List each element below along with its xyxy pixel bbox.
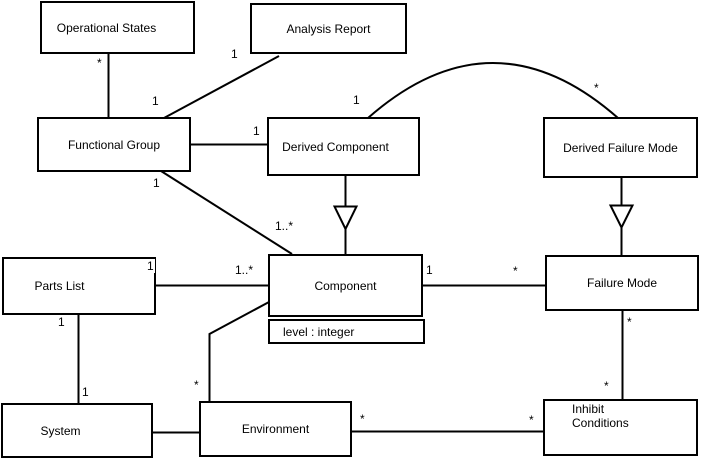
class-analysis-report: Analysis Report: [250, 3, 407, 54]
class-name: Inhibit Conditions: [572, 402, 629, 430]
multiplicity-label: 1: [152, 176, 161, 190]
multiplicity-label: *: [96, 56, 103, 70]
class-name: Failure Mode: [586, 276, 658, 290]
class-name: Derived Failure Mode: [563, 140, 678, 155]
assoc-arc-derived-component-derived-failure-mode: [367, 62, 619, 119]
class-failure-mode: Failure Mode: [545, 255, 699, 311]
multiplicity-label: *: [593, 81, 600, 95]
class-name: System: [40, 423, 81, 438]
multiplicity-label: *: [603, 379, 610, 393]
class-functional-group: Functional Group: [37, 117, 191, 172]
class-derived-failure-mode: Derived Failure Mode: [543, 117, 698, 178]
multiplicity-label: 1..*: [234, 263, 255, 277]
class-name: Environment: [241, 422, 310, 436]
class-name: Component: [314, 278, 377, 293]
assoc-functional-group-component: [160, 170, 293, 255]
class-system: System: [1, 403, 153, 458]
class-component: Component: [268, 254, 423, 317]
class-inhibit-conditions: Inhibit Conditions: [543, 399, 698, 456]
multiplicity-label: 1: [81, 385, 90, 399]
multiplicity-label: 1: [425, 263, 434, 277]
multiplicity-label: 1: [57, 315, 66, 329]
multiplicity-label: *: [528, 413, 535, 427]
multiplicity-label: 1: [151, 94, 160, 108]
assoc-component-environment: [208, 301, 270, 402]
class-name: Operational States: [56, 20, 157, 35]
class-derived-component: Derived Component: [267, 117, 420, 176]
class-name: Functional Group: [67, 137, 161, 152]
class-name: Derived Component: [282, 139, 389, 154]
multiplicity-label: *: [512, 264, 519, 278]
multiplicity-label: 1: [146, 259, 155, 273]
class-name: Analysis Report: [286, 21, 371, 36]
assoc-analysis-report-functional-group: [163, 55, 280, 119]
class-environment: Environment: [199, 401, 352, 457]
class-name: Parts List: [34, 279, 85, 293]
multiplicity-label: *: [359, 412, 366, 426]
multiplicity-label: *: [193, 378, 200, 392]
class-component-attributes: level : integer: [268, 319, 425, 344]
multiplicity-label: 1: [252, 124, 261, 138]
attribute-label: level : integer: [283, 324, 355, 339]
class-operational-states: Operational States: [40, 1, 195, 54]
multiplicity-label: 1: [230, 47, 239, 61]
generalization-triangle-icon: [608, 204, 635, 230]
multiplicity-label: *: [626, 315, 633, 329]
class-name-line1: Inhibit: [572, 402, 605, 416]
multiplicity-label: 1: [352, 93, 361, 107]
multiplicity-label: 1..*: [274, 219, 295, 233]
class-parts-list: Parts List: [2, 257, 156, 315]
class-name-line2: Conditions: [572, 416, 629, 430]
generalization-triangle-icon: [332, 205, 359, 232]
